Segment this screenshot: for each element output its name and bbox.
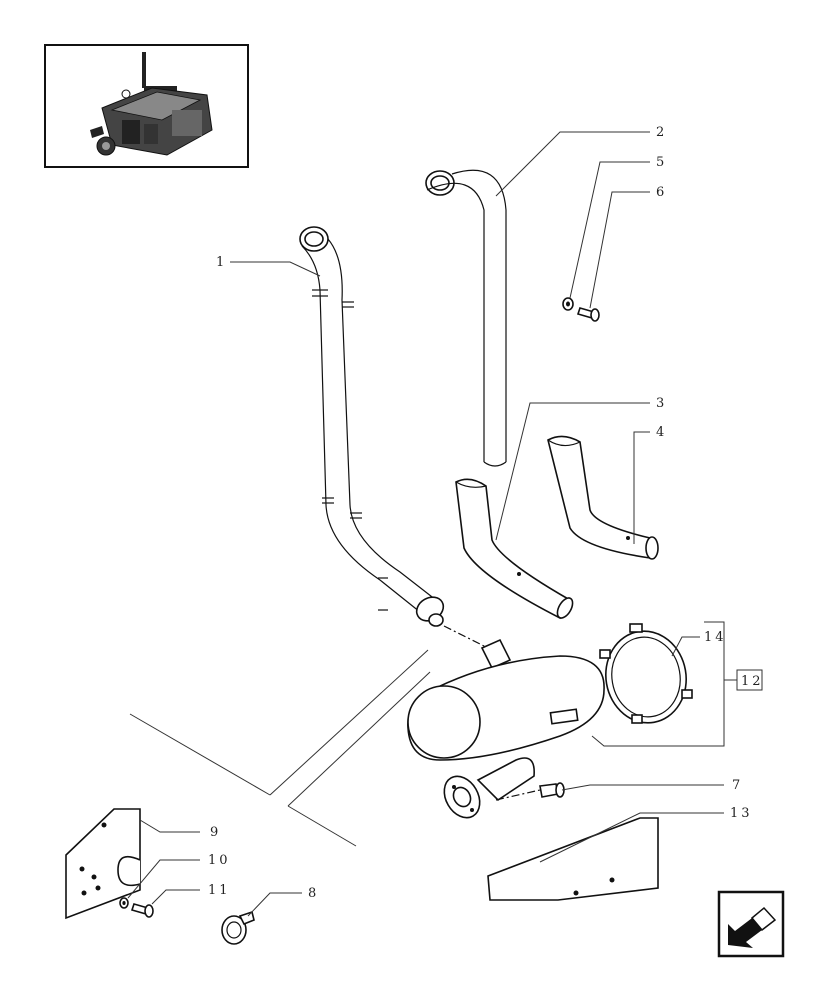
washer-5 — [562, 297, 574, 311]
callout-14: 14 — [704, 630, 727, 645]
previous-page-arrow-icon[interactable] — [717, 890, 785, 958]
callout-10: 10 — [208, 853, 231, 868]
bolt-11 — [130, 903, 154, 918]
washer-10 — [119, 897, 129, 909]
callout-4: 4 — [656, 425, 667, 440]
callout-1: 1 — [216, 255, 227, 270]
exhaust-pipe-4 — [547, 435, 659, 560]
callout-11: 11 — [208, 883, 231, 898]
section-cut-lines — [129, 649, 431, 847]
callout-2: 2 — [656, 125, 667, 140]
callout-8: 8 — [308, 886, 319, 901]
callout-12: 12 — [741, 674, 764, 689]
callout-5: 5 — [656, 155, 667, 170]
bolt-6 — [576, 307, 600, 322]
shield-plate-13 — [487, 817, 659, 901]
engine-thumbnail-icon — [44, 44, 249, 168]
callout-3: 3 — [656, 396, 667, 411]
clamp-band-14 — [599, 623, 693, 724]
callout-6: 6 — [656, 185, 667, 200]
alignment-line — [443, 625, 489, 649]
callout-7: 7 — [732, 778, 743, 793]
callout-13: 13 — [730, 806, 753, 821]
muffler — [407, 638, 605, 819]
exhaust-pipe-1 — [299, 226, 445, 627]
callout-12-box: 12 — [736, 669, 764, 691]
leader-lines — [127, 131, 737, 917]
bolt-7 — [495, 782, 565, 801]
bracket-plate-9 — [65, 808, 141, 920]
exhaust-pipe-3 — [455, 478, 574, 620]
exhaust-pipe-2 — [425, 169, 507, 467]
callout-9: 9 — [210, 825, 221, 840]
callout-labels: 1 2 5 6 3 4 14 12 7 13 9 10 11 8 — [208, 125, 764, 901]
hose-clamp-8 — [221, 910, 255, 945]
